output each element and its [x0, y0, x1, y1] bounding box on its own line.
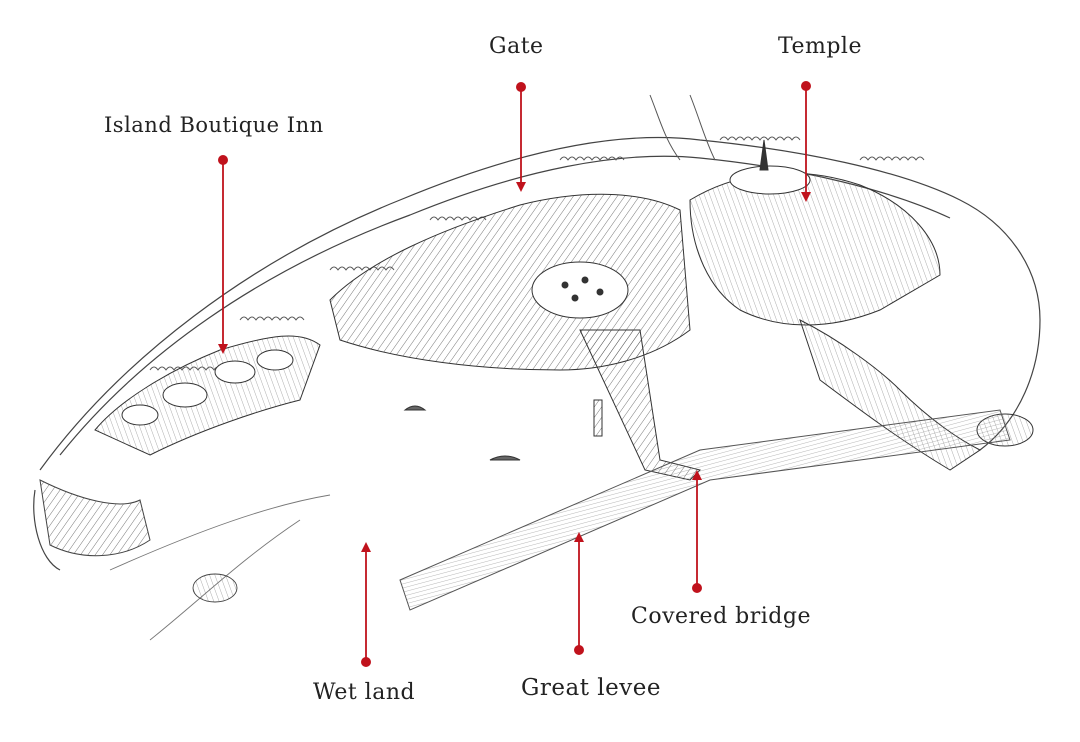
town-buildings — [94, 139, 1034, 481]
covered-bridge-label: Covered bridge — [631, 604, 811, 629]
gate-arrowhead — [516, 182, 526, 192]
temple-pin — [801, 81, 811, 91]
wetland-area — [109, 494, 331, 641]
covered-bridge-arrowhead — [692, 470, 702, 480]
callout-markers — [218, 81, 811, 667]
inn-arrowhead — [218, 344, 228, 354]
wet-land-pin — [361, 657, 371, 667]
great-levee-label: Great levee — [521, 675, 661, 701]
great-levee — [399, 409, 1011, 611]
north-road — [649, 94, 716, 161]
inn-pin — [218, 155, 228, 165]
covered-bridge-pin — [692, 583, 702, 593]
great-levee-arrowhead — [574, 532, 584, 542]
tree-line — [149, 136, 925, 371]
gate-label: Gate — [489, 34, 544, 59]
island-boutique-inn-label: Island Boutique Inn — [104, 113, 324, 137]
temple-arrowhead — [801, 192, 811, 202]
wet-land-label: Wet land — [313, 680, 416, 705]
temple-label: Temple — [778, 34, 862, 59]
wet-land-arrowhead — [361, 542, 371, 552]
great-levee-pin — [574, 645, 584, 655]
gate-pin — [516, 82, 526, 92]
west-cliffs — [39, 479, 151, 557]
